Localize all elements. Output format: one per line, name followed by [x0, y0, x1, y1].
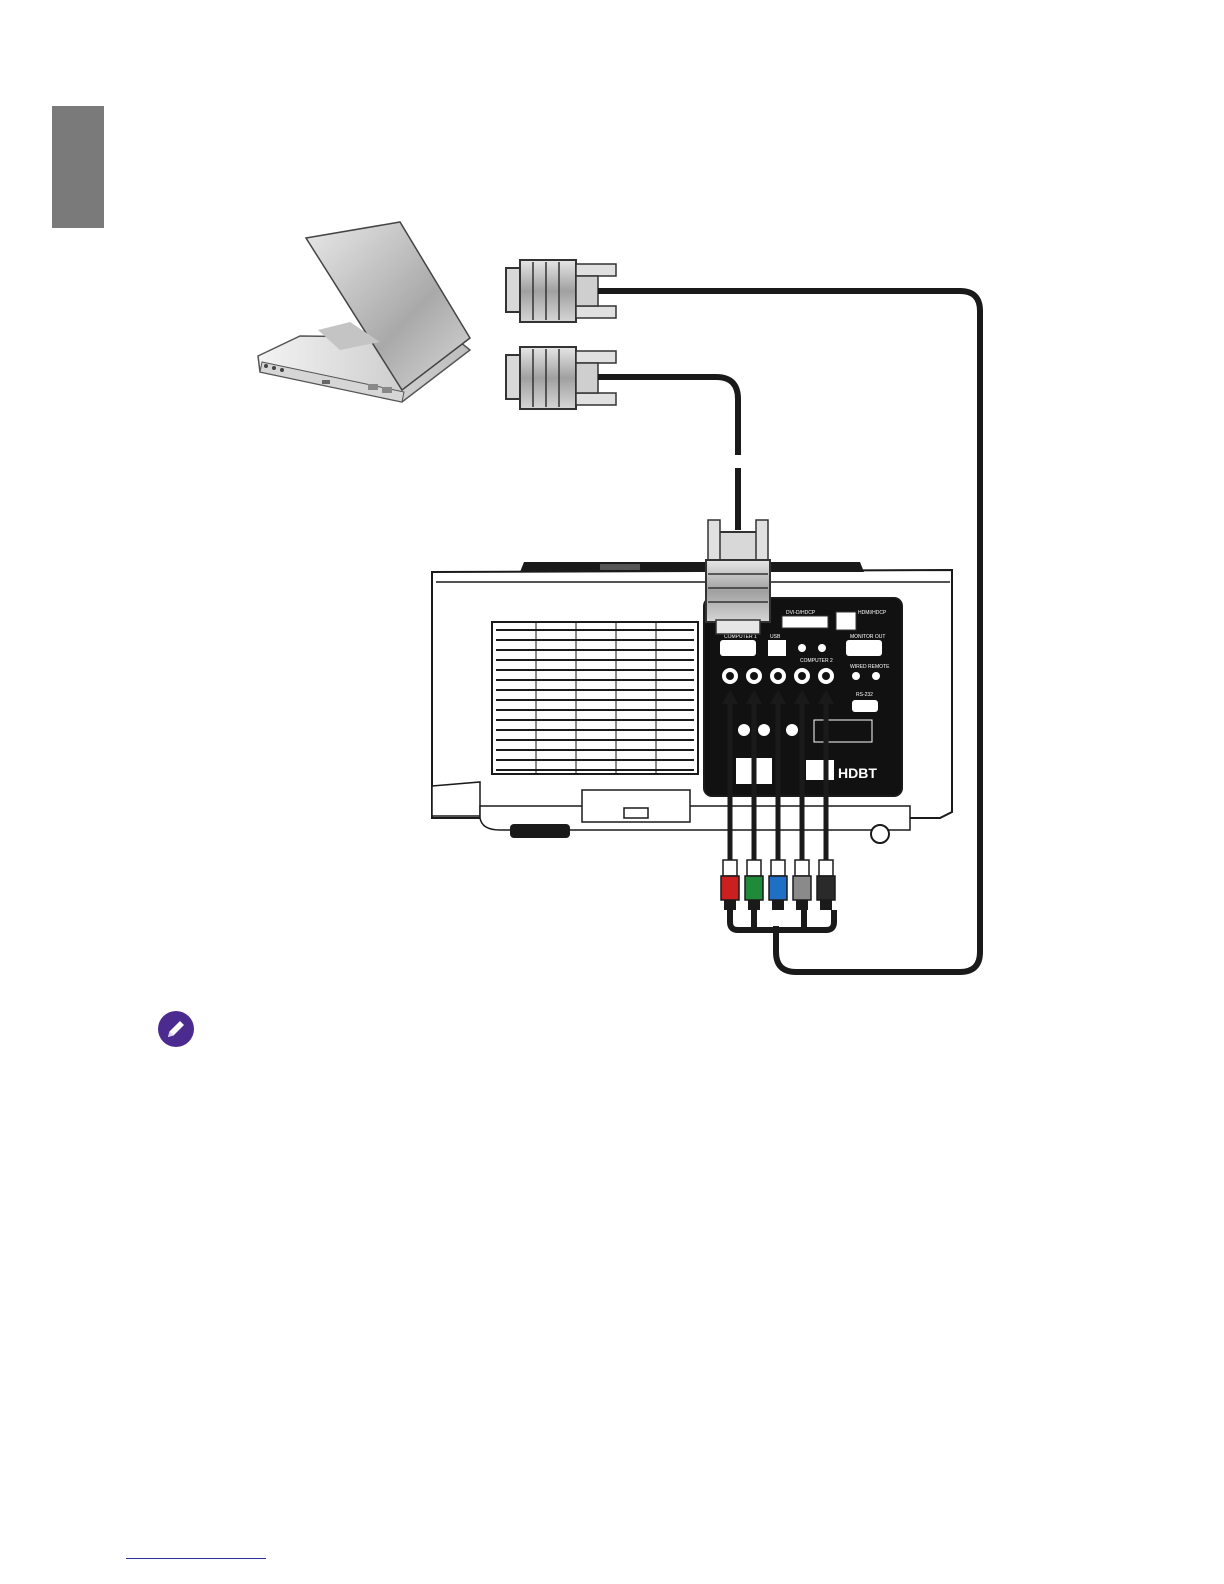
rca-plug-black	[817, 860, 835, 910]
svg-text:MONITOR OUT: MONITOR OUT	[850, 634, 885, 640]
svg-text:RS-232: RS-232	[856, 692, 873, 698]
rca-plug-red	[721, 860, 739, 910]
rca-plug-green	[745, 860, 763, 910]
svg-text:USB: USB	[770, 634, 781, 640]
svg-text:COMPUTER 2: COMPUTER 2	[800, 658, 833, 664]
pencil-icon	[157, 1010, 195, 1048]
vga-to-projector-cable	[598, 377, 738, 455]
svg-text:HDBT: HDBT	[838, 765, 877, 781]
component-bundle	[730, 910, 834, 930]
svg-text:COMPUTER 1: COMPUTER 1	[724, 634, 757, 640]
vga-plug-projector	[706, 520, 770, 634]
svg-text:HDMI/HDCP: HDMI/HDCP	[858, 610, 887, 616]
footer-divider	[126, 1558, 266, 1559]
rca-plug-gray	[793, 860, 811, 910]
rca-plug-blue	[769, 860, 787, 910]
laptop-icon	[258, 222, 470, 402]
svg-text:WIRED REMOTE: WIRED REMOTE	[850, 664, 890, 670]
svg-text:DVI-D/HDCP: DVI-D/HDCP	[786, 610, 816, 616]
